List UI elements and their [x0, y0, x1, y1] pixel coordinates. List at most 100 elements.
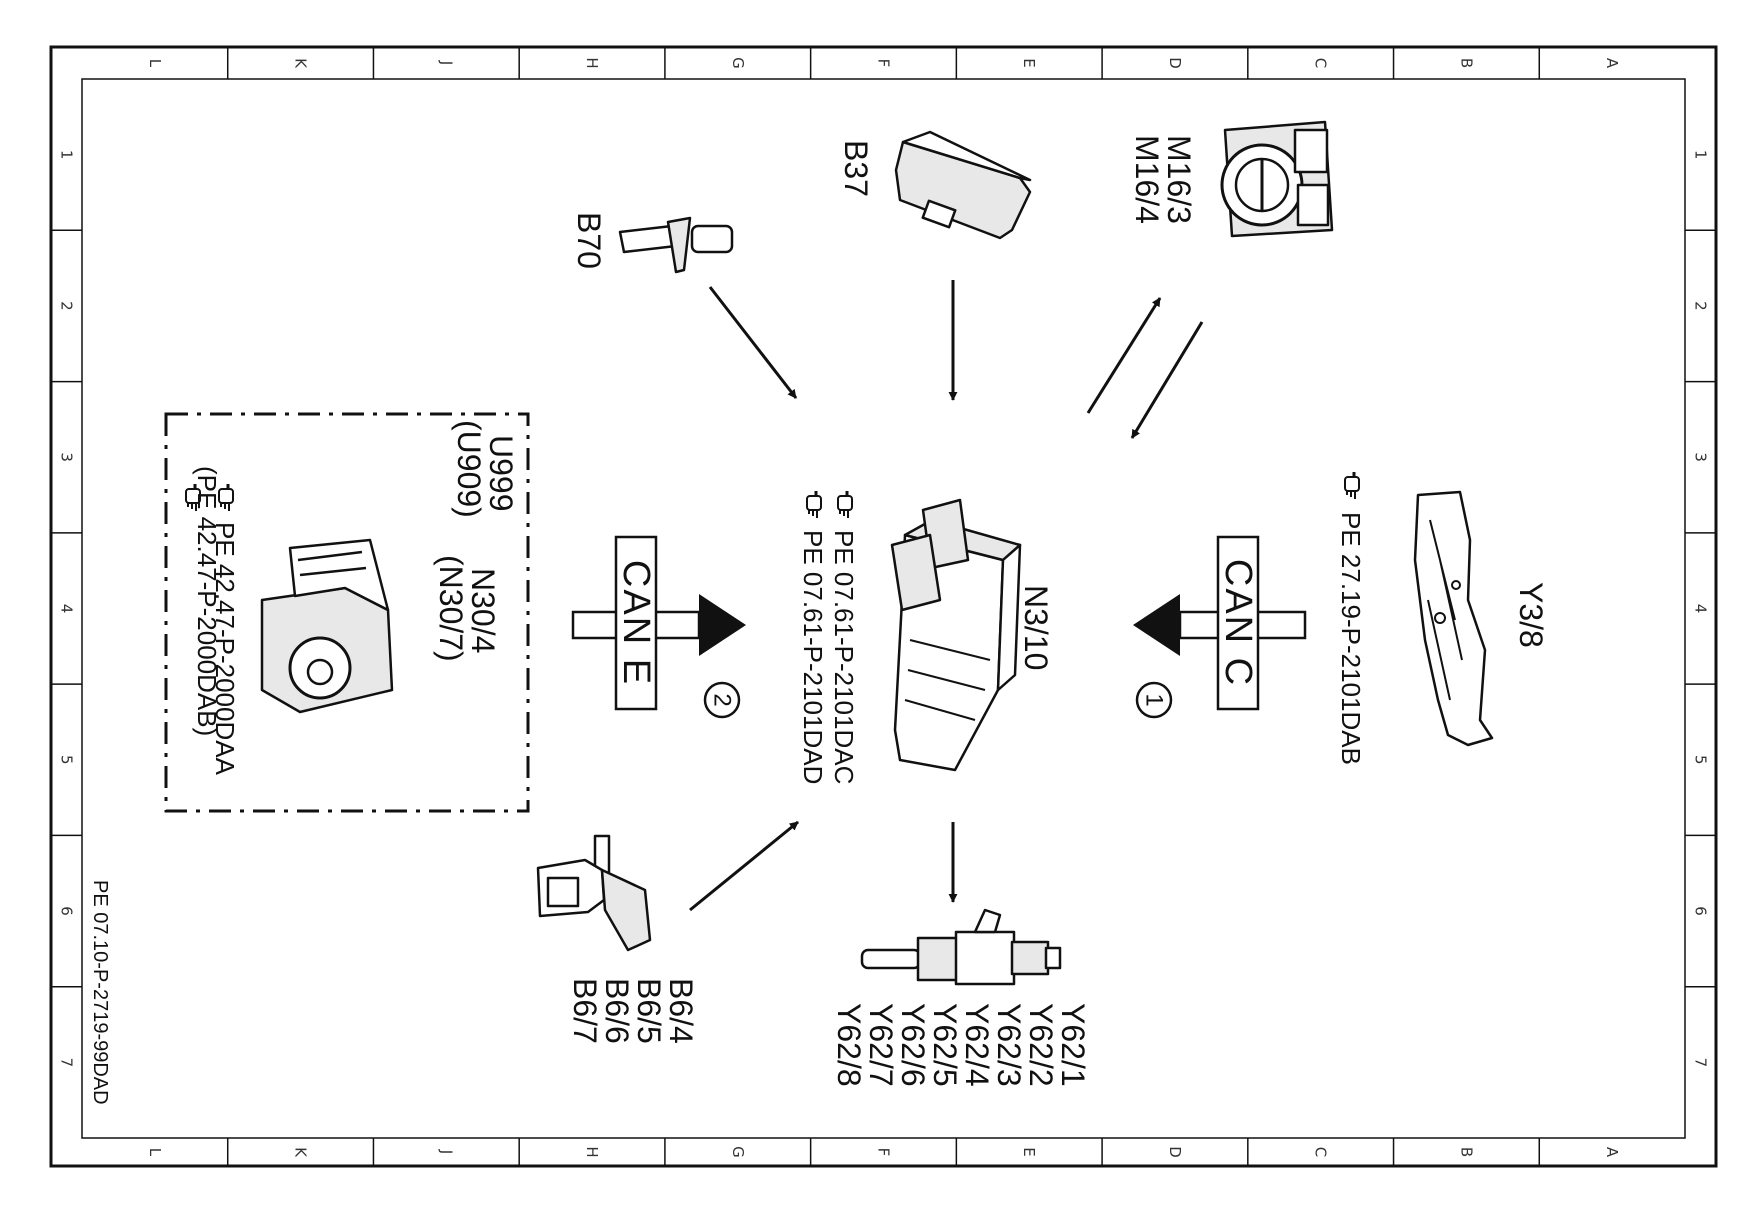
zone-column-label: D: [1166, 1146, 1184, 1158]
ecu-code: N3/10: [1018, 585, 1054, 670]
zone-column-label: K: [292, 1147, 310, 1158]
zone-row-label: 7: [1692, 1058, 1710, 1068]
ecu-ref-2: PE 07.61-P-2101DAD: [798, 530, 828, 784]
esp-code-2: (U909): [451, 420, 487, 518]
arrow-b70-to-ecu: [708, 286, 798, 399]
inner-border: [81, 78, 1686, 1139]
esp-dashed-box: [164, 412, 530, 813]
outer-border: [49, 45, 1718, 1168]
zone-column-label: H: [583, 1146, 601, 1157]
can-c-arrowhead: [1133, 594, 1180, 656]
valve-body-y3-8: Y3/8 PE 27.19-P-2101DAB: [1336, 470, 1549, 765]
pointing-hand-icon: [1343, 470, 1361, 501]
y3-8-ref: PE 27.19-P-2101DAB: [1336, 512, 1366, 765]
zone-row-label: 7: [58, 1058, 76, 1068]
can-e-label: CAN E: [615, 560, 657, 686]
camshaft-code-4: B6/7: [567, 978, 603, 1044]
drawing-number: PE 07.10-P-2719-99DAD: [89, 880, 111, 1105]
injector-code: Y62/3: [991, 1003, 1027, 1087]
zone-row-label: 3: [58, 452, 76, 462]
zone-column-label: L: [146, 59, 164, 68]
can-e-arrowhead: [699, 594, 746, 656]
zone-row-label: 1: [1692, 150, 1710, 160]
throttle-actuator: M16/3 M16/4: [1129, 120, 1334, 238]
camshaft-sensors: B6/4 B6/5 B6/6 B6/7: [536, 834, 699, 1044]
injector-code: Y62/1: [1055, 1003, 1091, 1087]
can-c-label-box: [1216, 535, 1260, 711]
zone-row-label: 3: [1692, 452, 1710, 462]
injector-code: Y62/8: [831, 1003, 867, 1087]
can-c-label: CAN C: [1217, 559, 1259, 687]
zone-column-label: F: [875, 59, 893, 68]
can-c-number: 1: [1141, 693, 1168, 706]
y3-8-code: Y3/8: [1513, 582, 1549, 648]
can-e-bus: CAN E 2: [571, 535, 746, 719]
throttle-code-2: M16/4: [1129, 135, 1165, 224]
crank-sensor-b70: B70: [571, 212, 734, 274]
can-c-number-circle: [1135, 681, 1173, 719]
zone-row-label: 4: [58, 604, 76, 614]
can-c-bus: CAN C 1: [1133, 535, 1307, 719]
ecu-drawing: [890, 498, 1022, 772]
zone-column-label: J: [437, 60, 455, 65]
arrow-camshaft-to-ecu: [689, 820, 799, 912]
b37-code: B37: [838, 140, 874, 197]
camshaft-code-1: B6/4: [663, 978, 699, 1044]
pointing-hand-icon: [805, 489, 823, 520]
zone-ticks: [51, 47, 1716, 1166]
camshaft-code-2: B6/5: [631, 978, 667, 1044]
zone-column-label: H: [583, 57, 601, 68]
can-e-number: 2: [709, 693, 736, 706]
esp-module-drawing: [260, 538, 394, 714]
zone-row-label: 6: [1692, 906, 1710, 916]
zone-column-label: K: [292, 58, 310, 69]
esp-ref-2: (PE 42.47-P-2000DAB): [192, 466, 222, 736]
can-e-label-box: [614, 535, 658, 711]
pedal-sensor-b37: B37: [838, 130, 1032, 240]
zone-column-label: L: [146, 1148, 164, 1157]
ecu-ref-1: PE 07.61-P-2101DAC: [829, 530, 859, 784]
zone-column-label: B: [1457, 1147, 1475, 1157]
esp-module-2: (N30/7): [433, 555, 469, 662]
drawing-frame: L L K K J J H H G G F F E E D D C C B B A A 1 1 2 2 3 3 4 4 5 5 6 6 7 7: [49, 45, 1718, 1168]
zone-column-label: D: [1166, 57, 1184, 69]
zone-row-label: 5: [58, 755, 76, 765]
zone-column-label: C: [1312, 58, 1330, 68]
camshaft-code-3: B6/6: [599, 978, 635, 1044]
zone-row-label: 5: [1692, 755, 1710, 765]
zone-column-label: E: [1020, 1147, 1038, 1156]
zone-column-label: F: [875, 1148, 893, 1157]
zone-row-label: 1: [58, 150, 76, 160]
throttle-code-1: M16/3: [1161, 135, 1197, 224]
esp-unit-group: U999 (U909) N30/4 (N30/7) PE 42.47-P-200…: [164, 412, 530, 813]
esp-ref-1: PE 42.47-P-2000DAA: [210, 522, 240, 776]
zone-row-label: 6: [58, 906, 76, 916]
arrow-throttle-to-ecu: [1130, 321, 1204, 439]
zone-labels: L L K K J J H H G G F F E E D D C C B B A A 1 1 2 2 3 3 4 4 5 5 6 6 7 7: [58, 57, 1710, 1158]
zone-column-label: J: [437, 1149, 455, 1154]
zone-row-label: 2: [58, 301, 76, 311]
zone-column-label: E: [1020, 58, 1038, 67]
ecu-n3-10: N3/10 PE 07.61-P-2101DAC PE 07.61-P-2101…: [798, 489, 1054, 784]
signal-arrows: [689, 280, 1204, 912]
injector-code: Y62/7: [863, 1003, 899, 1087]
esp-code-1: U999: [483, 435, 519, 512]
can-e-number-circle: [703, 681, 741, 719]
zone-row-label: 4: [1692, 604, 1710, 614]
zone-column-label: C: [1312, 1147, 1330, 1157]
zone-column-label: G: [729, 1146, 747, 1158]
arrow-ecu-to-throttle: [1086, 297, 1162, 414]
zone-column-label: A: [1603, 1147, 1621, 1158]
zone-column-label: A: [1603, 58, 1621, 69]
injector-code: Y62/4: [959, 1003, 995, 1087]
injector-code: Y62/2: [1023, 1003, 1059, 1087]
zone-column-label: G: [729, 57, 747, 69]
zone-column-label: B: [1457, 58, 1475, 68]
esp-module-1: N30/4: [465, 568, 501, 653]
injector-code: Y62/6: [895, 1003, 931, 1087]
pointing-hand-icon: [836, 489, 854, 520]
injector-code: Y62/5: [927, 1003, 963, 1087]
